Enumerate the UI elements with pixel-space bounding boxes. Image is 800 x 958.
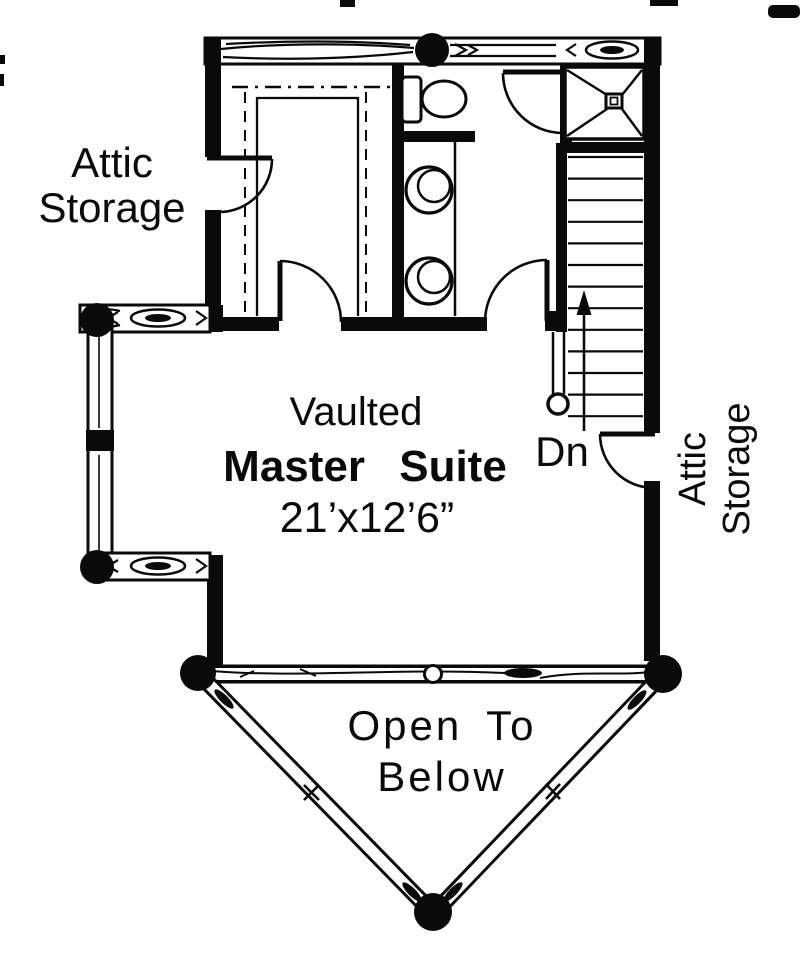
label-attic-storage-right-line1: Attic: [672, 432, 714, 506]
stairs-direction-arrow: [576, 290, 592, 431]
east-wall-lower: [644, 481, 660, 661]
closet-west-wall-upper: [205, 38, 221, 157]
stair-bath-wall: [556, 143, 567, 332]
post-top: [415, 33, 449, 67]
door-shower: [501, 69, 564, 135]
railing-right: [430, 673, 665, 916]
toilet-tank: [400, 75, 423, 124]
closet-bath-divider-wall: [392, 63, 404, 318]
railing-left: [196, 672, 437, 916]
door-bathroom: [483, 258, 550, 323]
shower-south-wall: [560, 142, 647, 153]
toilet: [400, 75, 468, 124]
doors: [207, 69, 655, 490]
post-balcony-apex: [414, 893, 452, 931]
posts: [80, 33, 682, 931]
label-open-to-below-line2: Below: [377, 753, 506, 800]
south-wall-seg2: [341, 317, 487, 331]
label-attic-storage-left-line2: Storage: [38, 184, 185, 231]
post-west-lower: [80, 550, 114, 584]
label-open-to-below-line1: Open To: [347, 702, 536, 749]
south-wall-seg1: [205, 317, 279, 331]
post-west-upper: [80, 303, 114, 337]
closet-west-wall-lower: [205, 210, 221, 332]
east-wall-upper: [644, 37, 660, 433]
arrow-head: [576, 290, 592, 315]
shower: [563, 65, 646, 141]
newel-post: [546, 392, 570, 416]
label-room-dimensions: 21’x12’6”: [280, 494, 455, 542]
balcony-structure: [196, 664, 665, 916]
log-wall-joint: [86, 430, 114, 451]
log-corner-lower: [207, 555, 223, 673]
door-attic-right: [598, 431, 655, 490]
scan-artifacts: [0, 0, 800, 86]
stair-railing: [546, 332, 570, 416]
beam-center-post: [423, 664, 443, 684]
door-attic-left: [207, 155, 274, 214]
label-room-subtitle: Vaulted: [290, 390, 423, 434]
toilet-stub-wall: [403, 131, 475, 142]
vanity: [404, 142, 457, 316]
label-attic-storage-right: Attic Storage: [672, 402, 758, 535]
closet-shelf: [255, 96, 360, 316]
stair-treads: [568, 155, 643, 418]
post-balcony-left: [180, 655, 216, 691]
door-closet: [277, 259, 343, 323]
beam-horizontal: [200, 664, 658, 684]
label-stairs-direction: Dn: [535, 428, 589, 475]
label-room-title: Master Suite: [223, 442, 507, 491]
stairs: [546, 155, 643, 431]
shower-drain: [604, 92, 624, 110]
label-attic-storage-left-line1: Attic: [71, 139, 153, 186]
post-balcony-right: [644, 655, 682, 693]
label-attic-storage-right-line2: Storage: [716, 402, 758, 535]
toilet-bowl: [420, 79, 468, 119]
closet-interior: [232, 85, 391, 316]
